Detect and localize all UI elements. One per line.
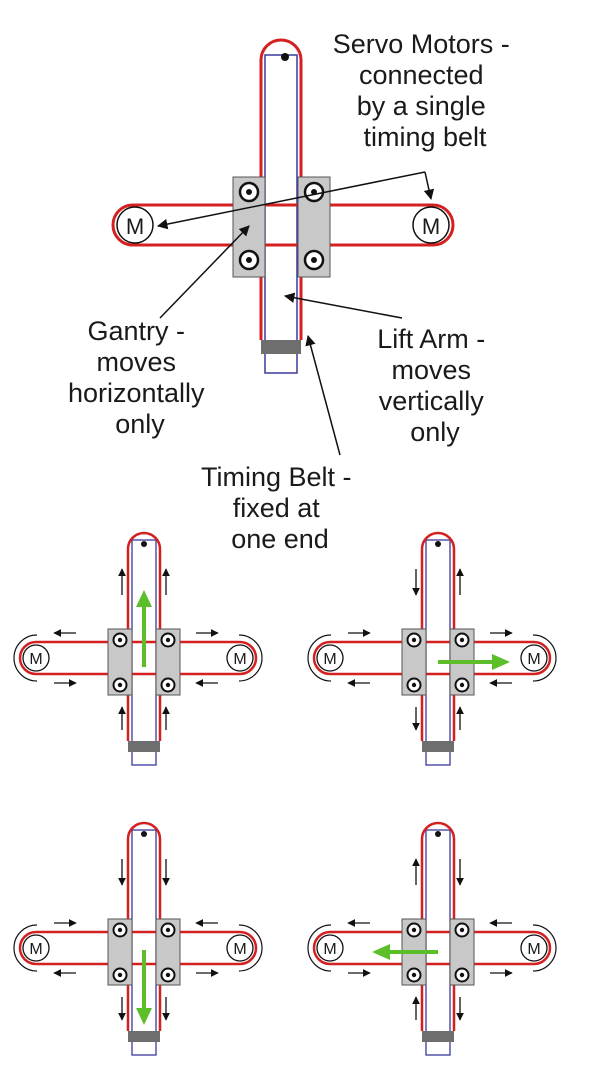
vertical-belt	[420, 531, 456, 741]
servo-motor-right: M	[226, 934, 254, 962]
rotation-arc	[307, 924, 332, 972]
gantry-bearing	[303, 181, 325, 203]
gantry-bearing	[238, 249, 260, 271]
horizontal-belt	[18, 640, 258, 676]
svg-text:M: M	[233, 941, 246, 958]
top-pulley	[141, 541, 147, 547]
svg-text:M: M	[527, 651, 540, 668]
motion-arrow-right	[438, 654, 510, 670]
pointer-gantry	[159, 225, 250, 319]
main-diagram: M M Servo Motors - connected by a single…	[68, 29, 518, 554]
servo-motor-left: M	[116, 206, 154, 244]
gantry-bearing	[406, 967, 422, 983]
horizontal-belt	[312, 930, 552, 966]
lift-arm	[425, 829, 451, 1056]
servo-motors-label: Servo Motors - connected by a single tim…	[333, 29, 518, 152]
horizontal-belt	[312, 640, 552, 676]
svg-text:M: M	[323, 651, 336, 668]
gantry-bearing	[238, 181, 260, 203]
motion-arrow-up	[136, 590, 152, 667]
motion-arrow-down	[136, 950, 152, 1025]
vertical-belt	[259, 38, 303, 340]
horizontal-belt	[18, 930, 258, 966]
gantry-bearing	[160, 677, 176, 693]
rotation-arc	[13, 634, 38, 682]
timing-belt-label: Timing Belt - fixed at one end	[201, 462, 359, 554]
gantry-bearing	[406, 632, 422, 648]
top-pulley	[141, 831, 147, 837]
rotation-arc	[532, 634, 557, 682]
servo-motor-left: M	[22, 644, 50, 672]
pointer-servo-left	[156, 171, 426, 230]
belt-clamp	[422, 741, 454, 752]
belt-clamp	[128, 741, 160, 752]
gantry-bearing	[160, 967, 176, 983]
gantry-bearing	[454, 632, 470, 648]
top-pulley	[435, 831, 441, 837]
gantry-bearing	[160, 632, 176, 648]
svg-text:M: M	[422, 214, 440, 239]
svg-text:M: M	[527, 941, 540, 958]
gantry-bearing	[160, 922, 176, 938]
belt-clamp	[422, 1031, 454, 1042]
pointer-servo-right	[423, 171, 435, 201]
horizontal-belt	[111, 203, 455, 247]
rotation-arc	[13, 924, 38, 972]
vertical-belt	[420, 821, 456, 1031]
rotation-arc	[238, 634, 263, 682]
svg-text:M: M	[126, 214, 144, 239]
gantry-bearing	[454, 967, 470, 983]
rotation-arc	[307, 634, 332, 682]
servo-motor-left: M	[316, 934, 344, 962]
gantry-bearing	[454, 922, 470, 938]
gantry-bearing	[112, 967, 128, 983]
servo-motor-left: M	[316, 644, 344, 672]
lift-arm-label: Lift Arm - moves vertically only	[377, 324, 493, 447]
svg-text:M: M	[29, 651, 42, 668]
gantry-bearing	[406, 922, 422, 938]
servo-motor-right: M	[412, 206, 450, 244]
gantry-bearing	[112, 922, 128, 938]
rotation-arc	[238, 924, 263, 972]
gantry-label: Gantry - moves horizontally only	[68, 316, 212, 439]
vertical-belt	[126, 821, 162, 1031]
svg-text:M: M	[323, 941, 336, 958]
lift-arm	[264, 54, 298, 374]
motion-arrow-left	[372, 944, 438, 960]
pointer-timing-belt	[305, 334, 341, 456]
belt-clamp	[261, 340, 301, 354]
rotation-arc	[532, 924, 557, 972]
belt-clamp	[128, 1031, 160, 1042]
gantry-bearing	[112, 632, 128, 648]
svg-text:M: M	[29, 941, 42, 958]
pointer-lift-arm	[283, 292, 403, 319]
vertical-belt	[126, 531, 162, 741]
gantry-bearing	[303, 249, 325, 271]
gantry-bearing	[454, 677, 470, 693]
lift-arm	[425, 539, 451, 766]
svg-text:M: M	[233, 651, 246, 668]
servo-motor-right: M	[520, 934, 548, 962]
gantry-bearing	[406, 677, 422, 693]
gantry-bearing	[112, 677, 128, 693]
top-pulley	[281, 53, 289, 61]
servo-motor-left: M	[22, 934, 50, 962]
servo-motor-right: M	[226, 644, 254, 672]
servo-motor-right: M	[520, 644, 548, 672]
top-pulley	[435, 541, 441, 547]
